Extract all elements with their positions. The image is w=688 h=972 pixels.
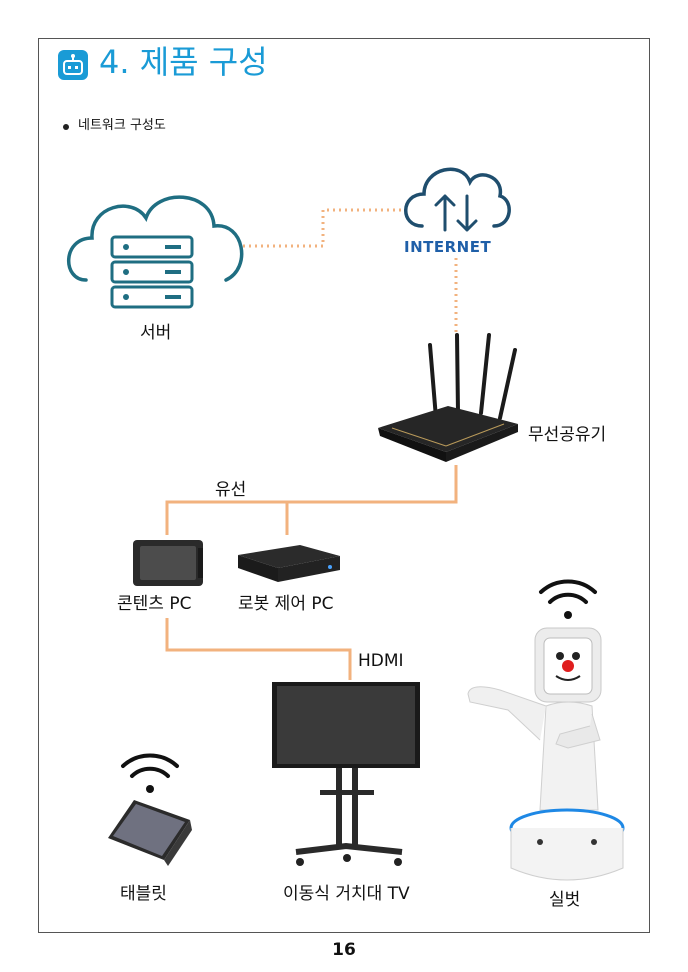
tv-icon [272,682,420,866]
wireless-router-icon [378,333,518,462]
wired-label: 유선 [215,480,247,500]
hdmi-line [165,618,352,680]
router-wired-line [165,465,458,535]
server-cloud-link [243,208,405,248]
content-pc-icon [133,540,203,586]
page-title: 4. 제품 구성 [99,43,268,81]
robot-icon [58,50,88,80]
server-label: 서버 [140,323,172,343]
tablet-icon [108,800,192,866]
tv-label: 이동식 거치대 TV [283,884,410,904]
tablet-wifi-icon [121,753,179,793]
page-frame [38,38,650,933]
internet-label: INTERNET [404,238,492,256]
tablet-label: 태블릿 [120,884,167,904]
content-pc-label: 콘텐츠 PC [117,594,192,614]
robot-icon-illustration [467,627,625,881]
robot-control-pc-icon [238,545,340,582]
server-cloud-icon [67,195,244,309]
bullet-dot [63,124,69,130]
robot-wifi-icon [539,579,597,619]
hdmi-label: HDMI [358,651,404,671]
internet-cloud-icon [404,167,511,232]
robot-label: 실벗 [549,890,581,910]
page-number: 16 [332,940,356,960]
robot-pc-label: 로봇 제어 PC [238,594,334,614]
router-label: 무선공유기 [528,425,607,445]
bullet-text: 네트워크 구성도 [78,118,166,133]
